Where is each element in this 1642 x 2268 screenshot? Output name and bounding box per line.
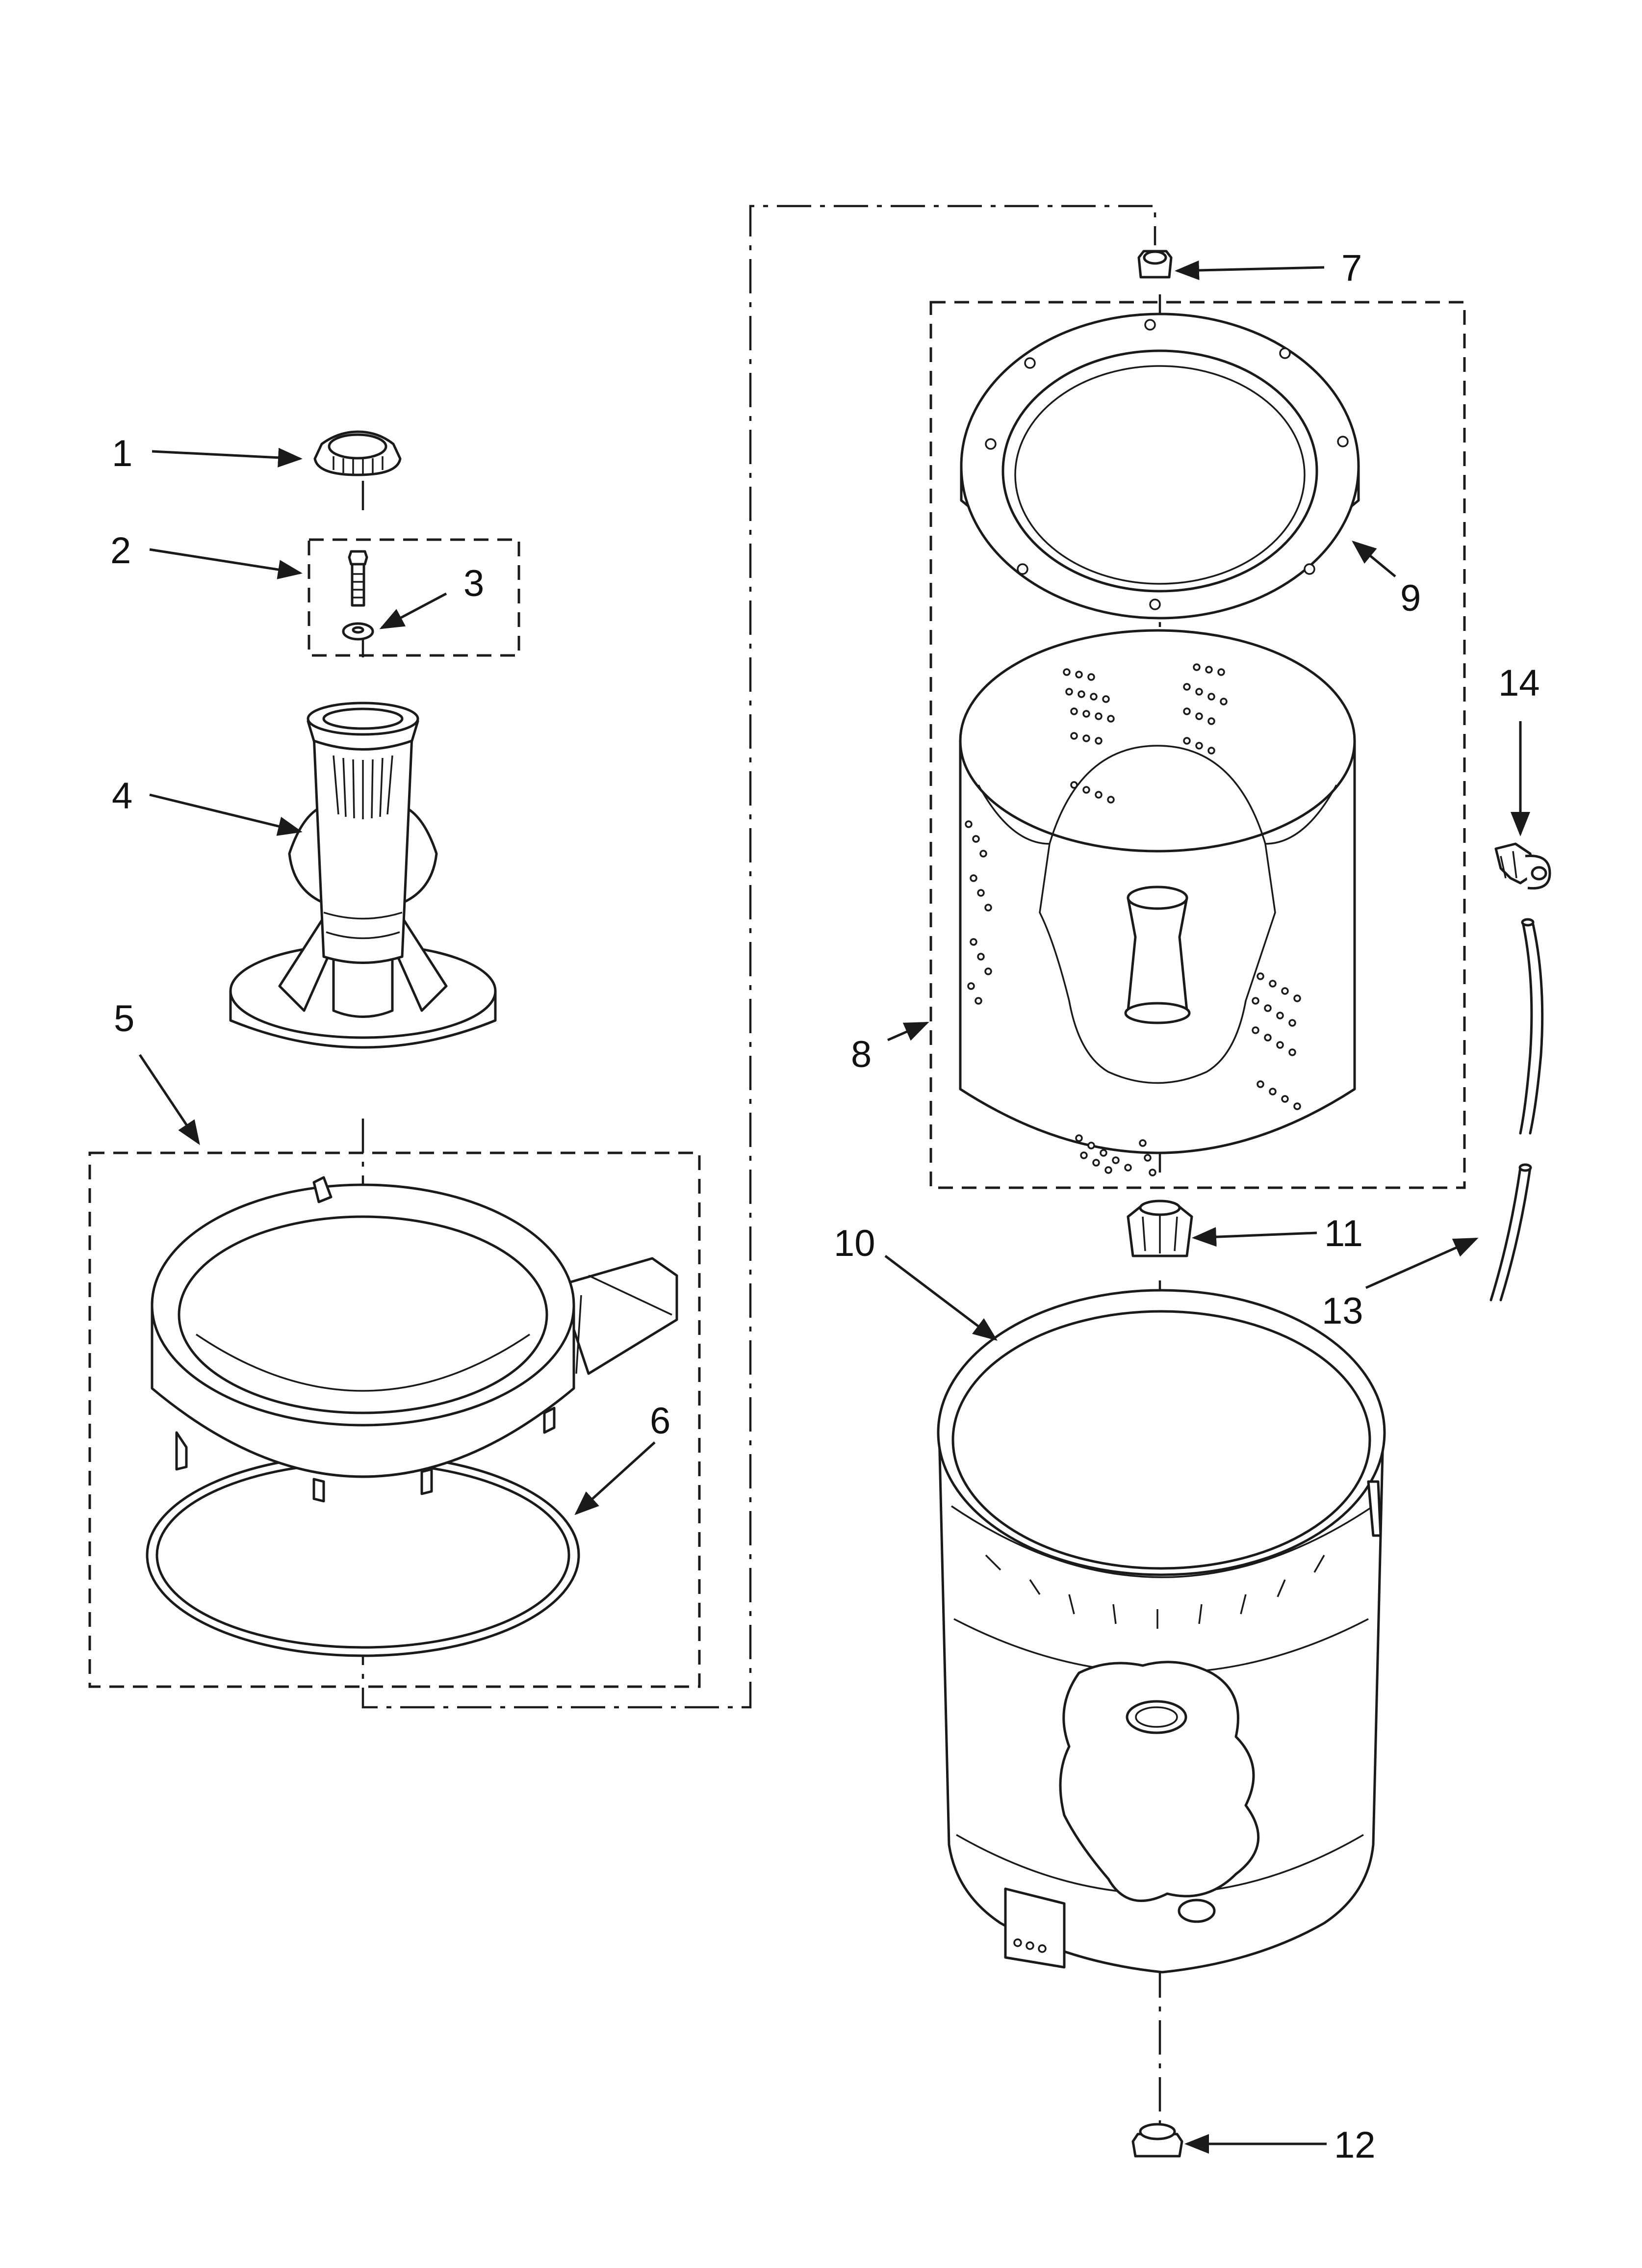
arrow-6: [574, 1441, 656, 1515]
callout-13: 13: [1322, 1290, 1363, 1332]
part-3-washer: [342, 622, 374, 641]
arrow-8: [887, 1021, 929, 1042]
callout-10: 10: [834, 1223, 875, 1264]
arrow-9: [1352, 540, 1396, 577]
callout-labels: 1 2 3 4 5 6 7 8 9 10 11 12 13 14: [110, 247, 1540, 2166]
callout-6: 6: [650, 1400, 670, 1442]
part-8-basket: [959, 629, 1356, 1176]
part-10-outer-tub: [937, 1289, 1386, 1974]
part-4-agitator: [229, 702, 497, 1049]
part-7-nut: [1137, 250, 1173, 279]
arrow-11: [1192, 1227, 1317, 1247]
arrow-7: [1175, 260, 1325, 280]
callout-9: 9: [1400, 577, 1421, 619]
arrow-5: [138, 1054, 200, 1146]
callout-7: 7: [1341, 247, 1362, 289]
callout-1: 1: [112, 433, 132, 474]
arrow-10: [884, 1255, 998, 1341]
callout-4: 4: [112, 775, 132, 817]
callout-2: 2: [110, 530, 131, 572]
part-12-drain-plug: [1131, 2123, 1183, 2158]
part-13-hose: [1489, 918, 1544, 1302]
callout-12: 12: [1334, 2124, 1376, 2166]
callout-14: 14: [1498, 662, 1540, 704]
arrow-2: [149, 548, 303, 579]
leader-arrows: [138, 260, 1530, 2154]
part-6-tub-seal: [146, 1453, 580, 1657]
arrow-4: [149, 793, 303, 836]
group-box-2-3: [308, 538, 520, 657]
part-5-tub-ring: [151, 1176, 678, 1503]
callout-8: 8: [851, 1034, 872, 1075]
basket-perforations: [965, 663, 1301, 1176]
part-9-balance-ring: [960, 313, 1360, 620]
arrow-1: [152, 447, 303, 468]
arrow-13: [1365, 1237, 1479, 1289]
arrow-3: [379, 592, 447, 629]
callout-11: 11: [1324, 1213, 1363, 1254]
part-1-cap: [313, 430, 402, 476]
part-11-coupling: [1127, 1199, 1193, 1257]
callout-3: 3: [463, 563, 484, 604]
group-box-5-6: [88, 1151, 701, 1688]
part-2-bolt: [348, 550, 368, 607]
group-box-8-9: [929, 301, 1466, 1189]
callout-5: 5: [114, 998, 134, 1040]
part-14-hose-clip: [1494, 842, 1551, 890]
